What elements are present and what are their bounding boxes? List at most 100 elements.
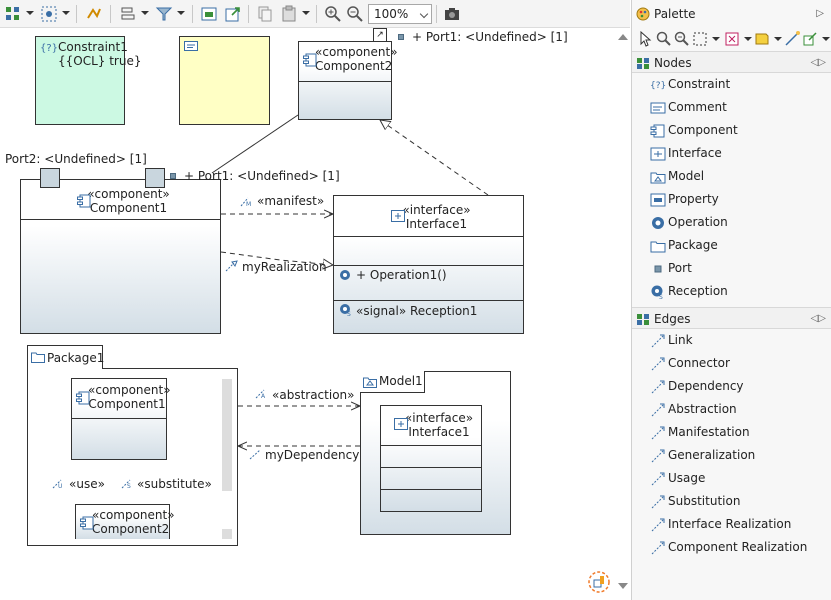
dependency-icon <box>650 379 666 395</box>
palette-item-component-realization[interactable]: Component Realization <box>632 536 831 559</box>
palette-item-component[interactable]: Component <box>632 119 831 142</box>
filter-dropdown-icon[interactable] <box>177 11 185 15</box>
align-dropdown-icon[interactable] <box>141 11 149 15</box>
interface1-name: Interface1 <box>405 217 468 231</box>
inner-component1-node[interactable]: «component» Component1 <box>71 378 171 460</box>
collapse-icon[interactable]: ◁▷ <box>810 57 826 68</box>
palette-item-dependency[interactable]: Dependency <box>632 375 831 398</box>
link-tool-icon[interactable] <box>802 31 818 47</box>
component2-name: Component2 <box>315 59 393 73</box>
arrange-dropdown-icon[interactable] <box>26 11 34 15</box>
collapse-icon[interactable]: ◁▷ <box>810 313 826 324</box>
palette-item-connector[interactable]: Connector <box>632 352 831 375</box>
export-icon[interactable] <box>224 5 242 23</box>
canvas-vertical-scrollbar[interactable] <box>615 28 630 600</box>
select-dropdown-icon[interactable] <box>62 11 70 15</box>
select-all-icon[interactable] <box>40 5 58 23</box>
model-icon <box>363 377 377 388</box>
model1-interface-node[interactable]: «interface» Interface1 <box>380 405 482 512</box>
palette-item-link[interactable]: Link <box>632 329 831 352</box>
palette-item-label: Substitution <box>668 494 741 508</box>
filter-icon[interactable] <box>155 5 173 23</box>
palette-item-usage[interactable]: Usage <box>632 467 831 490</box>
zoom-out-icon[interactable] <box>346 5 364 23</box>
palette-item-manifestation[interactable]: Manifestation <box>632 421 831 444</box>
palette-item-constraint[interactable]: {?}Constraint <box>632 73 831 96</box>
palette-item-interface-realization[interactable]: Interface Realization <box>632 513 831 536</box>
constraint-icon: {?} <box>650 77 666 93</box>
zoom-combo[interactable]: 100% <box>368 4 432 24</box>
palette-expand-icon[interactable]: ▷ <box>816 8 824 19</box>
toolbar-separator <box>436 5 437 23</box>
comment-node[interactable] <box>179 36 270 125</box>
zoom-out-tool-icon[interactable] <box>674 31 690 47</box>
component2-node[interactable]: «component» Component2 <box>298 41 398 120</box>
inner-component2-node[interactable]: «component» Component2 <box>75 504 175 539</box>
palette-item-model[interactable]: Model <box>632 165 831 188</box>
palette-nodes-drawer[interactable]: Nodes ◁▷ <box>632 51 831 73</box>
note-dropdown-icon[interactable] <box>774 37 782 41</box>
reception1-label[interactable]: «signal» Reception1 <box>356 304 478 318</box>
package-icon <box>650 238 666 254</box>
component-realization-icon <box>650 540 666 556</box>
component1-node[interactable]: «component» Component1 <box>20 179 221 334</box>
palette-item-interface[interactable]: Interface <box>632 142 831 165</box>
palette-item-operation[interactable]: Operation <box>632 211 831 234</box>
constraint-node[interactable]: {?} Constraint1 {{OCL} true} <box>35 36 142 125</box>
palette-item-port[interactable]: Port <box>632 257 831 280</box>
link-routing-icon[interactable] <box>85 5 103 23</box>
diagram-canvas[interactable]: {?} Constraint1 {{OCL} true} «component»… <box>0 28 615 600</box>
palette-item-generalization[interactable]: Generalization <box>632 444 831 467</box>
port1-square[interactable] <box>170 173 176 179</box>
paste-icon[interactable] <box>280 5 298 23</box>
component-icon <box>80 516 94 530</box>
show-in-icon[interactable] <box>200 5 218 23</box>
palette-item-label: Dependency <box>668 379 744 393</box>
link-dropdown-icon[interactable] <box>822 37 830 41</box>
validation-marker-icon[interactable] <box>588 571 610 593</box>
port2-node[interactable] <box>40 168 60 188</box>
note-tool-icon[interactable] <box>754 31 770 47</box>
dependency-icon <box>249 449 261 460</box>
stereotype-dropdown-icon[interactable] <box>744 37 752 41</box>
connection-tool-icon[interactable] <box>784 31 800 47</box>
palette-edges-drawer[interactable]: Edges ◁▷ <box>632 307 831 329</box>
palette-item-label: Constraint <box>668 77 731 91</box>
package1-tab[interactable]: Package1 <box>27 345 105 369</box>
palette-icon <box>636 7 650 21</box>
port1-square[interactable] <box>398 34 404 40</box>
align-icon[interactable] <box>119 5 137 23</box>
palette-item-abstraction[interactable]: Abstraction <box>632 398 831 421</box>
package1-scroll[interactable] <box>222 379 232 491</box>
connector-edge[interactable] <box>211 114 299 174</box>
interface1-header: «interface» Interface1 <box>334 196 523 237</box>
model1-tab[interactable]: Model1 <box>360 371 425 393</box>
marquee-dropdown-icon[interactable] <box>712 37 720 41</box>
palette-item-package[interactable]: Package <box>632 234 831 257</box>
scroll-down-icon[interactable] <box>618 583 628 589</box>
zoom-in-icon[interactable] <box>324 5 342 23</box>
interface1-node[interactable]: «interface» Interface1 + Operation1() S … <box>333 195 524 334</box>
palette-item-comment[interactable]: Comment <box>632 96 831 119</box>
stereotype-tool-icon[interactable] <box>724 31 740 47</box>
select-tool-icon[interactable] <box>638 31 654 47</box>
package1-name: Package1 <box>47 351 105 365</box>
component-icon <box>303 53 317 67</box>
zoom-in-tool-icon[interactable] <box>656 31 672 47</box>
operation1-label[interactable]: + Operation1() <box>356 268 447 282</box>
copy-icon[interactable] <box>256 5 274 23</box>
palette-item-substitution[interactable]: Substitution <box>632 490 831 513</box>
interface-realization-edge[interactable] <box>380 120 489 196</box>
palette-item-property[interactable]: Property <box>632 188 831 211</box>
realization-edge[interactable] <box>220 251 333 265</box>
shortcut-icon[interactable]: ↗ <box>373 28 387 42</box>
arrange-icon[interactable] <box>4 5 22 23</box>
paste-dropdown-icon[interactable] <box>302 11 310 15</box>
port1-node[interactable] <box>145 168 165 188</box>
camera-icon[interactable] <box>443 5 461 23</box>
toolbar-separator <box>316 5 317 23</box>
scroll-up-icon[interactable] <box>618 34 628 40</box>
marquee-tool-icon[interactable] <box>692 31 708 47</box>
substitution-icon <box>650 494 666 510</box>
